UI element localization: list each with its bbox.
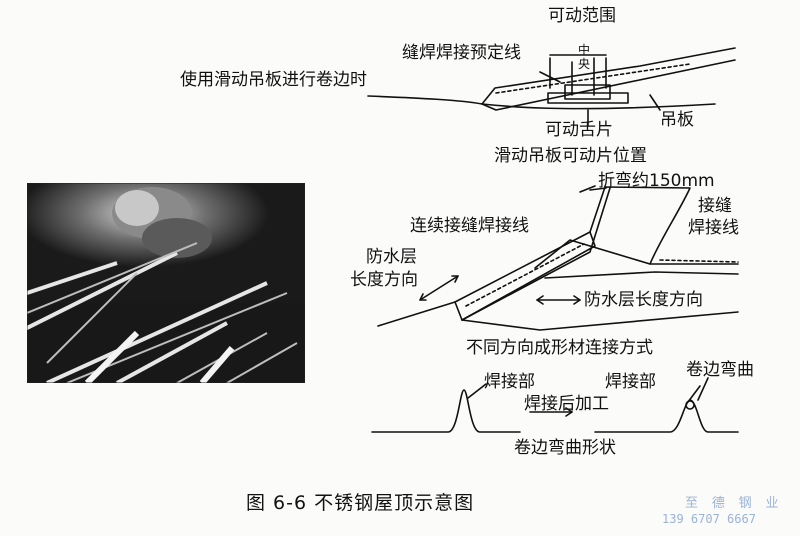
label-curl-bend: 卷边弯曲 xyxy=(686,360,754,380)
label-waterproof-right: 防水层长度方向 xyxy=(584,290,703,310)
mid-bend-flap xyxy=(589,186,691,265)
label-waterproof-2: 长度方向 xyxy=(350,270,418,290)
mid-arrow-left xyxy=(419,275,459,301)
label-seam-weld-1: 接缝 xyxy=(698,196,732,216)
mid-left-rib xyxy=(454,231,596,321)
mid-right-rib-bottom xyxy=(544,271,739,279)
mid-weld-line xyxy=(465,243,585,307)
label-bend: 折弯约150mm xyxy=(598,171,715,191)
label-seam-weld-line: 缝焊焊接预定线 xyxy=(402,43,521,63)
top-hanging-plate xyxy=(547,92,629,104)
top-base-sheet xyxy=(481,103,716,110)
label-weld-part-left: 焊接部 xyxy=(484,372,535,392)
label-continuous-weld: 连续接缝焊接线 xyxy=(410,216,529,236)
mid-right-rib-top xyxy=(534,239,739,269)
label-movable-range: 可动范围 xyxy=(548,6,616,26)
label-weld-part-right: 焊接部 xyxy=(605,372,656,392)
label-waterproof-1: 防水层 xyxy=(366,247,417,267)
caption-sliding-plate-position: 滑动吊板可动片位置 xyxy=(494,146,647,166)
label-hanging-plate: 吊板 xyxy=(660,110,694,130)
top-weld-line xyxy=(495,63,691,94)
label-after-weld: 焊接后加工 xyxy=(524,394,609,414)
label-center-top: 中 xyxy=(578,43,591,57)
top-roof-outline xyxy=(367,47,736,105)
mid-base xyxy=(461,311,739,331)
figure-caption: 图 6-6 不锈钢屋顶示意图 xyxy=(246,492,475,514)
caption-curl-shape: 卷边弯曲形状 xyxy=(514,438,616,458)
welding-photo xyxy=(27,183,305,383)
top-roof-lower-edge xyxy=(481,59,736,111)
label-sliding-plate: 使用滑动吊板进行卷边时 xyxy=(180,70,367,90)
bottom-left-seam xyxy=(371,389,521,433)
label-seam-weld-2: 焊接线 xyxy=(688,218,739,238)
top-tongue-plate xyxy=(564,84,611,100)
label-movable-tongue: 可动舌片 xyxy=(545,120,613,140)
bottom-right-seam xyxy=(594,399,739,433)
label-center-bottom: 央 xyxy=(578,57,591,71)
caption-joint-methods: 不同方向成形材连接方式 xyxy=(466,338,653,358)
watermark-phone: 139 6707 6667 xyxy=(662,512,756,526)
watermark-company: 至 德 钢 业 xyxy=(685,496,782,511)
